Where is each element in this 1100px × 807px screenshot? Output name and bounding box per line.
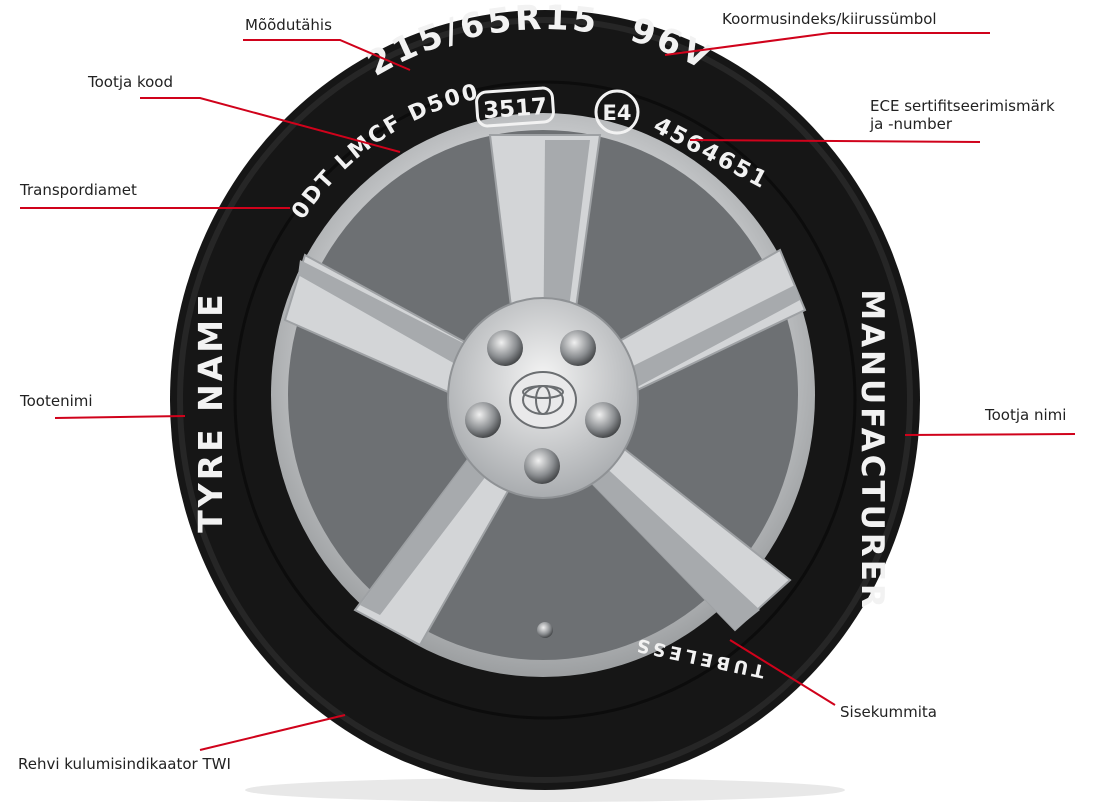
- leader-lines: [20, 32, 1076, 751]
- leader-product-name: [54, 415, 186, 419]
- valve-stem: [537, 622, 553, 638]
- emblem-ovals: [522, 385, 564, 415]
- ece-circle: [594, 89, 640, 135]
- leader-twi: [199, 714, 346, 751]
- label-size-marking: Mõõdutähis: [245, 16, 332, 34]
- label-manufacturer-name: Tootja nimi: [985, 406, 1067, 424]
- lug-nuts: [465, 330, 621, 484]
- label-transport-dept: Transpordiamet: [20, 181, 137, 199]
- label-ece-line1: ECE sertifitseerimismärk: [870, 97, 1055, 115]
- tyre-name-text: TYRE NAME: [191, 291, 230, 532]
- leader-load-speed: [664, 32, 990, 56]
- label-ece-line2: ja -number: [870, 115, 953, 133]
- label-twi: Rehvi kulumisindikaator TWI: [18, 755, 231, 773]
- leader-ece: [689, 139, 981, 143]
- date-code-box: [475, 86, 555, 128]
- leader-size: [243, 39, 411, 71]
- date-code-text: 3517: [482, 94, 548, 124]
- leader-tubeless: [729, 639, 836, 706]
- sidewall-ring: [233, 80, 857, 720]
- manufacturer-text: MANUFACTURER: [854, 289, 890, 611]
- leader-manufacturer-code: [140, 97, 401, 153]
- label-tubeless: Sisekummita: [840, 703, 937, 721]
- ece-mark-text: E4: [603, 101, 632, 125]
- label-load-speed: Koormusindeks/kiirussümbol: [722, 10, 937, 28]
- tread-edge: [177, 17, 913, 783]
- label-product-name: Tootenimi: [20, 392, 93, 410]
- brand-emblem: [509, 371, 577, 429]
- leader-manufacturer-name: [904, 433, 1076, 436]
- label-manufacturer-code: Tootja kood: [88, 73, 174, 91]
